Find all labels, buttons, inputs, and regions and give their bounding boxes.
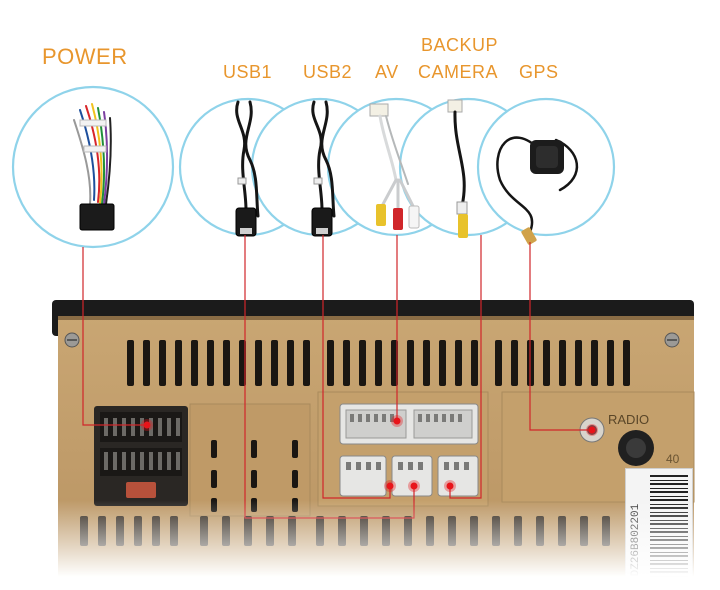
gps-antenna-icon <box>496 136 578 245</box>
fuse <box>126 482 156 498</box>
vent-slots <box>127 340 630 386</box>
power-label: POWER <box>42 44 128 69</box>
usb2-hotspot <box>384 480 396 492</box>
serial-sticker: HDZ26B802201 <box>625 468 693 588</box>
av-rca-cable-icon <box>369 103 420 230</box>
power-hotspot <box>141 419 153 431</box>
av-connector <box>339 403 479 445</box>
gps-hotspot <box>586 424 598 436</box>
usb1-hotspot <box>408 480 420 492</box>
power-harness-icon <box>73 103 115 231</box>
radio-jack <box>618 430 654 466</box>
camera-hotspot <box>444 480 456 492</box>
usb2-label: USB2 <box>303 62 353 82</box>
usb-camera-connectors <box>339 455 479 497</box>
screw-icon <box>664 332 680 348</box>
power-connector <box>94 406 188 506</box>
marker-text: 40 <box>666 452 680 466</box>
camera-label: CAMERA <box>418 62 499 82</box>
radio-text: RADIO <box>608 412 650 427</box>
hotspots <box>141 415 598 492</box>
av-hotspot <box>391 415 403 427</box>
usb-cable-icon <box>311 100 336 237</box>
barcode-icon <box>650 475 688 581</box>
screw-icon <box>64 332 80 348</box>
gps-label: GPS <box>519 62 559 82</box>
accessory-circles <box>11 85 616 249</box>
av-label: AV <box>375 62 399 82</box>
sticker-code: HDZ26B802201 <box>630 503 642 583</box>
backup-label: BACKUP <box>421 35 499 55</box>
usb1-label: USB1 <box>223 62 273 82</box>
head-unit <box>52 300 695 590</box>
camera-cable-icon <box>447 99 468 238</box>
usb-cable-icon <box>235 100 260 237</box>
